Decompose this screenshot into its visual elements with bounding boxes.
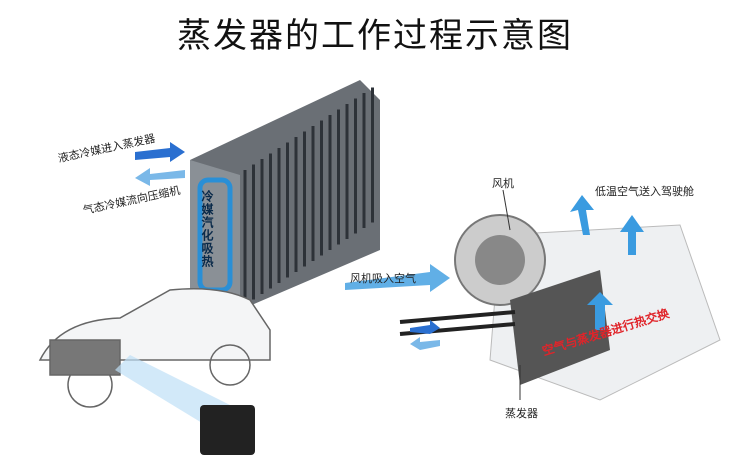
- leader-lines: [502, 189, 521, 400]
- evaporator-small-illustration: [510, 270, 610, 385]
- label-evaporator: 蒸发器: [505, 407, 538, 420]
- page-title: 蒸发器的工作过程示意图: [177, 16, 573, 56]
- airflow-arrows: [345, 195, 644, 350]
- label-vaporize: 冷媒汽化吸热: [200, 190, 214, 268]
- label-cold-air: 低温空气送入驾驶舱: [595, 185, 694, 198]
- evaporator-large-illustration: [190, 80, 380, 310]
- car-illustration: [38, 288, 271, 408]
- hvac-housing: [399, 214, 721, 401]
- label-fan: 风机: [492, 177, 514, 190]
- label-fan-intake: 风机吸入空气: [350, 272, 416, 285]
- evaporator-thumbnail: [200, 405, 255, 455]
- refrigerant-arrows: [135, 142, 185, 186]
